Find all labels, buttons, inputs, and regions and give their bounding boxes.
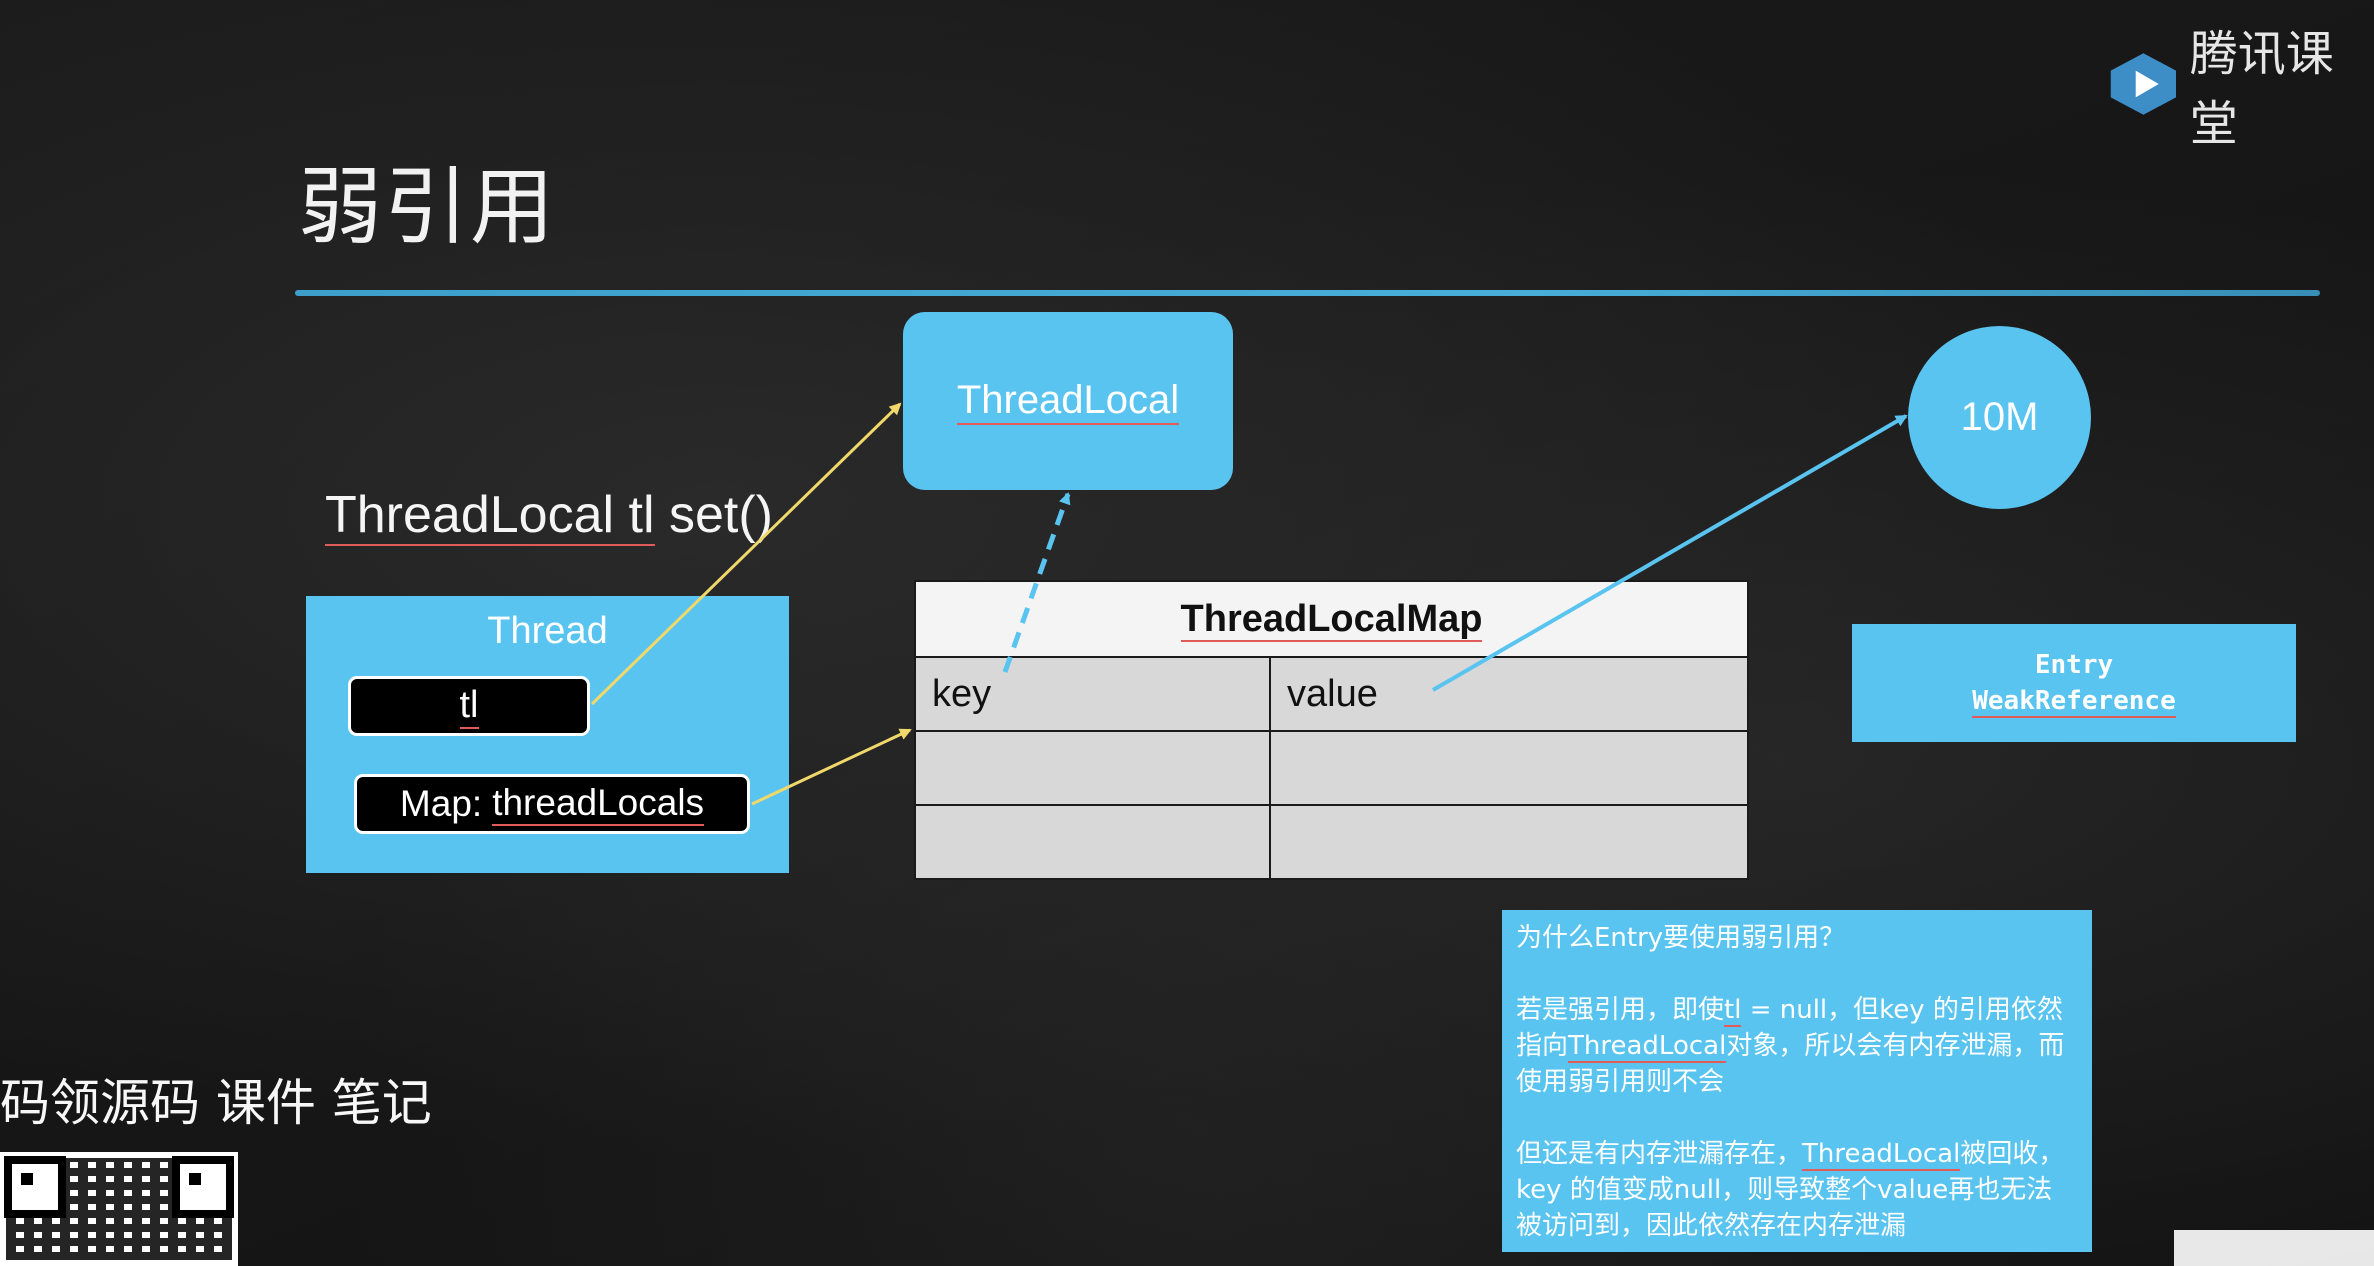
table-row — [914, 804, 1749, 880]
brand-name: 腾讯课堂 — [2189, 26, 2334, 152]
promo-text: 码领源码 课件 笔记 — [0, 1074, 432, 1132]
value-object-circle: 10M — [1908, 326, 2091, 509]
threadlocal-box: ThreadLocal — [903, 312, 1233, 490]
table-row: key value — [914, 656, 1749, 732]
empty-cell — [914, 804, 1271, 880]
threadlocalmap-header-row: ThreadLocalMap — [914, 580, 1749, 658]
note-text: 若是强引用，即使 — [1516, 995, 1725, 1025]
qr-finder — [172, 1156, 234, 1218]
threadlocal-set-label: ThreadLocal tl set() — [325, 485, 773, 546]
thread-tl-field-label: tl — [459, 684, 479, 729]
key-cell: key — [914, 656, 1271, 732]
note-text: 被回收，key 的值变成null，则导致整个value再也无法被访问到，因此依然… — [1516, 1139, 2065, 1241]
slide-title: 弱引用 — [298, 158, 557, 256]
note-text: ThreadLocal — [1568, 1031, 1727, 1063]
thread-title: Thread — [487, 610, 608, 652]
map-field-label: Map: — [399, 783, 483, 824]
threadlocal-box-label: ThreadLocal — [956, 378, 1180, 425]
tencent-classroom-logo-icon — [2110, 53, 2177, 115]
qr-finder — [4, 1156, 66, 1218]
empty-cell — [1269, 804, 1749, 880]
value-cell: value — [1269, 656, 1749, 732]
set-label-call: set() — [654, 486, 773, 544]
entry-label: Entry — [2034, 650, 2114, 680]
title-divider — [295, 290, 2320, 296]
note-text: ThreadLocal — [1802, 1139, 1961, 1171]
note-text: = null，但key 的引用依然指向 — [1516, 995, 2063, 1061]
threadlocalmap-title-text: ThreadLocalMap — [1180, 597, 1483, 642]
corner-overlay — [2174, 1230, 2374, 1266]
note-text: 对象，所以会有内存泄漏，而使用弱引用则不会 — [1516, 1031, 2065, 1097]
brand-logo: 腾讯课堂 — [2105, 14, 2374, 154]
empty-cell — [914, 730, 1271, 806]
qr-code[interactable] — [0, 1152, 238, 1266]
thread-box: Thread tl Map:threadLocals — [306, 596, 789, 873]
entry-weakreference-box: Entry WeakReference — [1852, 624, 2296, 742]
map-field-name: threadLocals — [492, 782, 705, 826]
weakreference-label: WeakReference — [1972, 686, 2176, 718]
note-question: 为什么Entry要使用弱引用？ — [1516, 923, 1846, 953]
empty-cell — [1269, 730, 1749, 806]
set-label-var: ThreadLocal tl — [325, 486, 655, 546]
note-paragraph-1: 若是强引用，即使tl = null，但key 的引用依然指向ThreadLoca… — [1516, 992, 2078, 1100]
note-text: tl — [1724, 995, 1742, 1027]
note-text: 但还是有内存泄漏存在， — [1516, 1139, 1803, 1169]
threadlocalmap-title: ThreadLocalMap — [914, 580, 1749, 658]
threadlocalmap-table: ThreadLocalMap key value — [914, 580, 1749, 880]
thread-map-field: Map:threadLocals — [354, 774, 750, 834]
thread-tl-field: tl — [348, 676, 590, 736]
explanation-note: 为什么Entry要使用弱引用？ 若是强引用，即使tl = null，但key 的… — [1502, 910, 2092, 1252]
note-paragraph-2: 但还是有内存泄漏存在，ThreadLocal被回收，key 的值变成null，则… — [1516, 1136, 2078, 1244]
table-row — [914, 730, 1749, 806]
